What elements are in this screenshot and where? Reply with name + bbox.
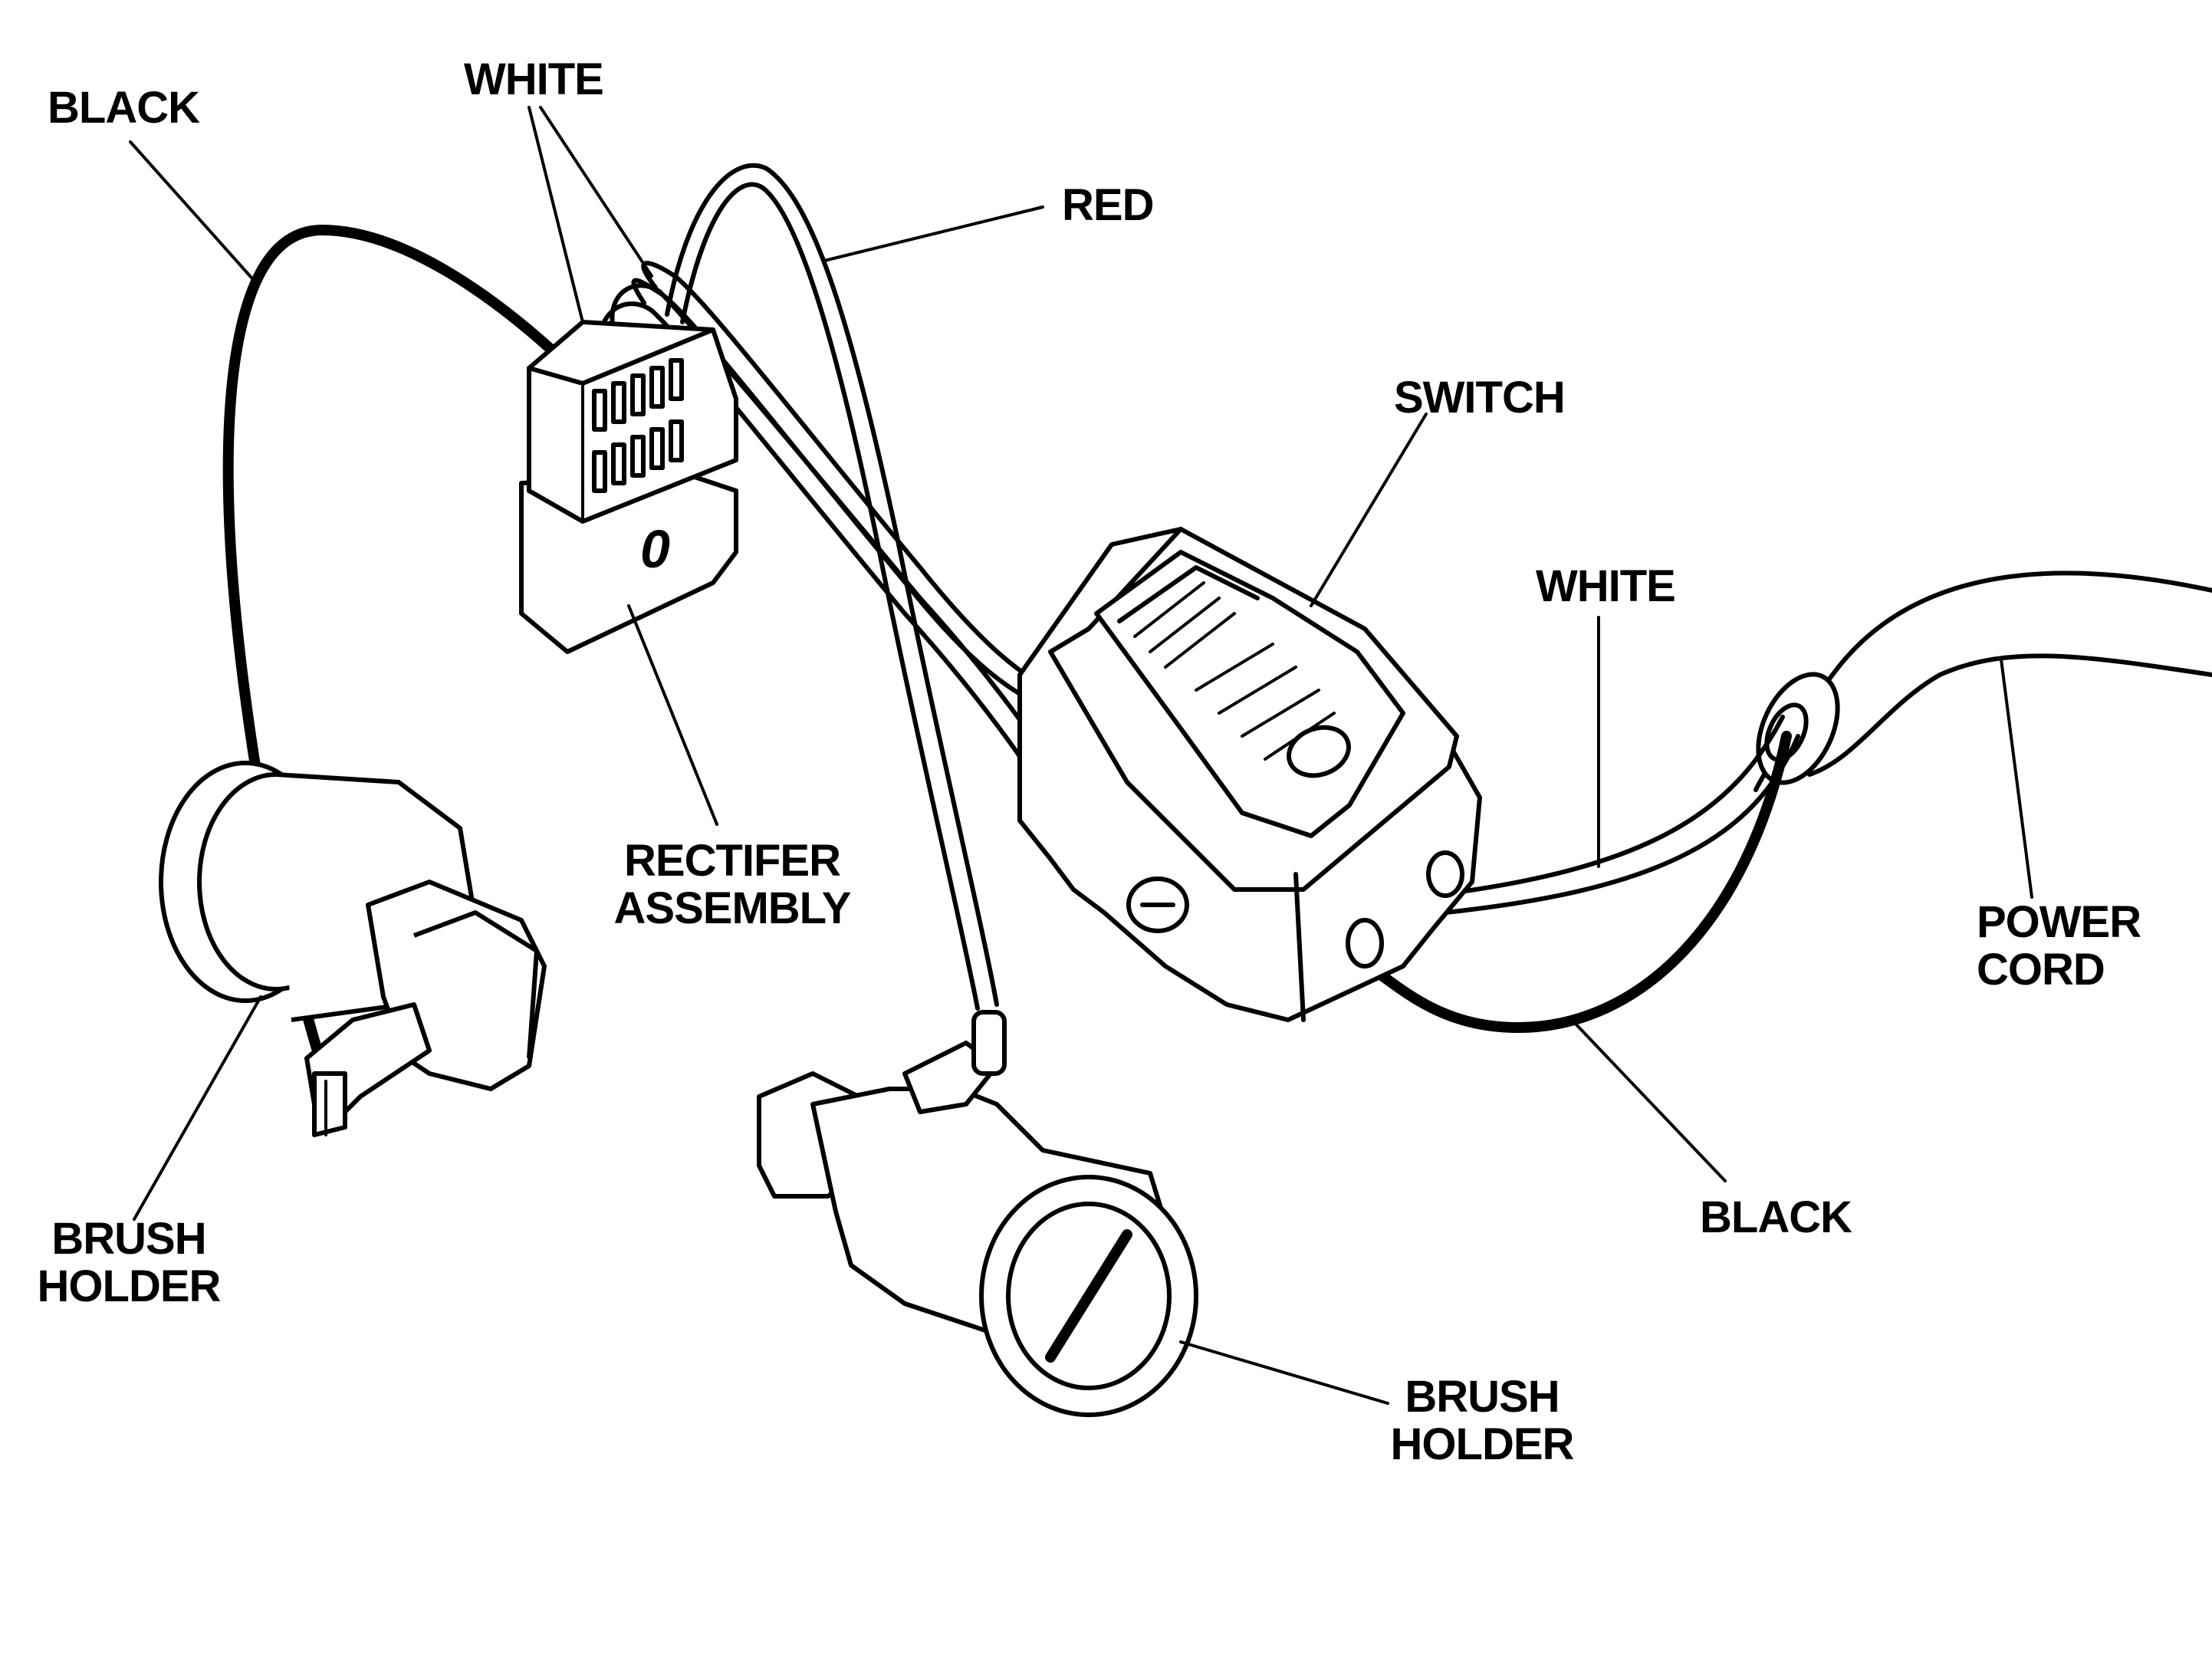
label-brush-holder-right: BRUSH HOLDER (1390, 1372, 1575, 1469)
label-black-bottom: BLACK (1700, 1192, 1852, 1242)
label-red: RED (1062, 180, 1154, 230)
label-brush-holder-right-line1: BRUSH (1405, 1372, 1560, 1422)
label-brush-holder-left: BRUSH HOLDER (37, 1214, 222, 1311)
label-rectifier-assembly: RECTIFER ASSEMBLY (613, 836, 852, 933)
label-black-top: BLACK (48, 83, 200, 133)
red-wire (665, 163, 999, 1011)
switch-body (1017, 527, 1482, 1022)
label-power-cord-line2: CORD (1977, 945, 2105, 995)
brush-holder-right (757, 1010, 1198, 1417)
white-wires-rectifier (597, 261, 1060, 792)
label-rectifier-line2: ASSEMBLY (613, 883, 852, 933)
label-rectifier-line1: RECTIFER (624, 836, 841, 886)
black-wire-cord (1352, 731, 1792, 1033)
rectifier-assembly: 0 (519, 320, 738, 654)
power-cord (1753, 571, 2212, 792)
rectifier-mark: 0 (640, 519, 670, 579)
label-brush-holder-left-line2: HOLDER (37, 1261, 222, 1311)
label-power-cord-line1: POWER (1977, 897, 2141, 947)
brush-holder-left (159, 761, 547, 1137)
label-switch: SWITCH (1394, 373, 1566, 423)
rectifier-fins (592, 358, 684, 493)
label-white-top: WHITE (464, 54, 604, 104)
white-wire-cord (1443, 715, 1800, 915)
label-brush-holder-right-line2: HOLDER (1390, 1419, 1575, 1469)
label-white-right: WHITE (1536, 561, 1676, 611)
label-brush-holder-left-line1: BRUSH (51, 1214, 206, 1264)
label-power-cord: POWER CORD (1977, 897, 2141, 995)
